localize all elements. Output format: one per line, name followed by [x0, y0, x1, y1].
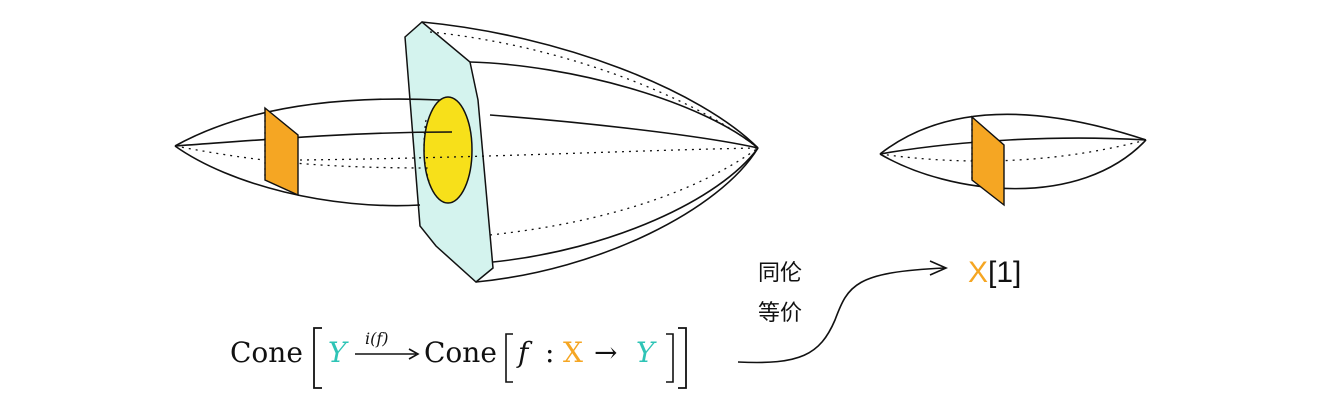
result-label: X[1]: [968, 256, 1021, 289]
big-cone-dotted-axis: [299, 147, 759, 161]
formula-long-arrow-head: [408, 348, 420, 360]
lens-left-middle: [174, 131, 453, 147]
yellow-disk: [423, 96, 473, 204]
formula-arrow: →: [594, 336, 617, 369]
big-cone-inner-mid: [489, 114, 759, 149]
formula-bracket-right-outer: [678, 327, 687, 389]
cylinder-slab: [404, 21, 494, 283]
formula-y-left: Y: [328, 336, 349, 369]
lens-right-middle: [879, 137, 1147, 155]
formula-bracket-inner-right: [666, 333, 674, 383]
lens-right-dotted: [879, 139, 1147, 162]
orange-slice-left: [264, 106, 299, 197]
lens-left-bottom: [174, 145, 421, 207]
formula-x: X: [563, 336, 583, 369]
result-x: X: [968, 256, 988, 289]
big-cone-inner-lower: [492, 147, 759, 263]
lens-right-bottom: [879, 139, 1147, 190]
lens-right: [879, 113, 1147, 207]
lens-right-top: [879, 113, 1147, 155]
big-cone-inner-upper: [469, 61, 759, 149]
homotopy-arrow: [737, 260, 948, 364]
yellow-disk-hidden-edge: [423, 119, 433, 191]
result-suffix: [1]: [988, 256, 1021, 289]
big-cone-bottom-edge: [475, 147, 759, 283]
lens-left-top: [174, 98, 441, 147]
formula-colon: :: [545, 336, 554, 369]
formula-y-right: Y: [636, 336, 657, 369]
formula-cone-left: Cone: [230, 336, 303, 369]
big-cone-top-edge: [421, 21, 759, 149]
homotopy-arrow-curve: [737, 267, 946, 364]
lens-left: [174, 98, 453, 207]
formula-arrow-label: i(f): [365, 329, 389, 348]
formula: Cone Y i(f) Cone f : X → Y: [230, 327, 687, 389]
homotopy-arrow-head: [929, 260, 948, 276]
equiv-label-line1: 同伦: [758, 260, 802, 285]
big-cone: [299, 21, 759, 283]
formula-f: f: [516, 336, 533, 369]
formula-bracket-left-outer: [313, 327, 322, 389]
big-cone-dotted-top: [429, 31, 759, 149]
orange-slice-right: [971, 115, 1005, 207]
lens-left-dotted: [174, 145, 431, 169]
formula-cone-right: Cone: [424, 336, 497, 369]
formula-bracket-inner-left: [505, 333, 513, 383]
equiv-label-line2: 等价: [758, 300, 802, 325]
